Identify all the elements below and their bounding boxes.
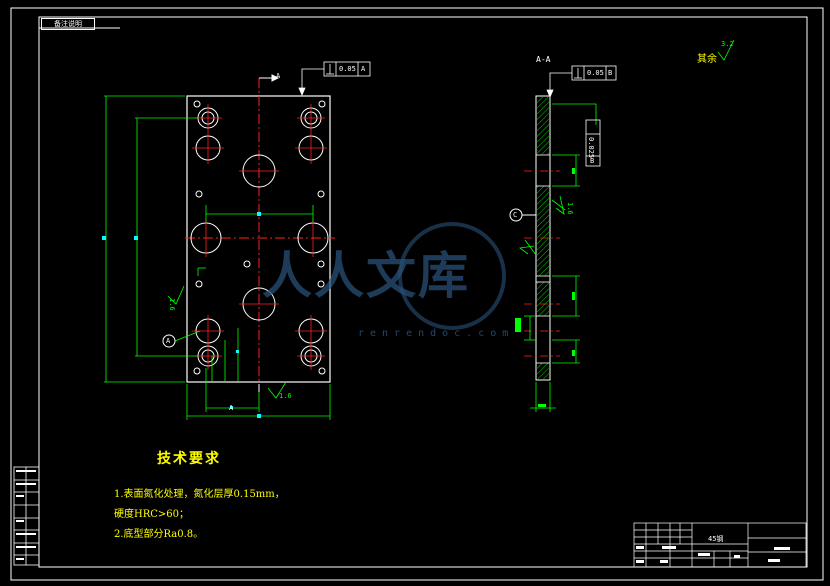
watermark-sub: renrendoc.com: [358, 328, 515, 339]
tol-par-value: 0.025: [587, 137, 595, 159]
outer-frame: [10, 7, 824, 581]
hole-center-marks: [192, 104, 327, 370]
section-label: A-A: [536, 55, 551, 64]
bottom-dim-a: A: [229, 404, 234, 412]
section-dimension-lines: [524, 103, 597, 412]
tol-main-value: 0.05: [339, 65, 356, 73]
roughness-bottom: [267, 381, 287, 399]
inner-frame: [38, 16, 808, 568]
tol-main-datum: A: [361, 65, 366, 73]
tolerance-frame-section: [546, 65, 617, 99]
title-block: [633, 522, 807, 568]
roughness-left-value: 1.6: [168, 298, 176, 311]
tech-line-3: 2.底型部分Ra0.8。: [114, 529, 204, 540]
section-cuts: [536, 154, 550, 364]
roughness-rest-label: 其余: [697, 54, 717, 65]
view-mark-a: A: [276, 72, 281, 80]
section-hatching: [537, 97, 549, 379]
datum-a-symbol: [162, 334, 176, 348]
tech-title: 技术要求: [157, 451, 221, 467]
roughness-left: [167, 285, 185, 305]
roughness-bottom-value: 1.6: [279, 392, 292, 400]
tol-par-datum: B: [590, 157, 595, 165]
tech-line-1: 1.表面氮化处理，氮化层厚0.15mm，: [114, 489, 285, 500]
main-view: [102, 61, 371, 420]
dimension-markers: [102, 212, 261, 418]
watermark-main: 人人文库: [262, 246, 470, 305]
datum-a-label: A: [166, 337, 171, 345]
title-block-fills: [16, 470, 790, 563]
section-roughness-value: 1.6: [566, 202, 574, 215]
tol-sec-datum: B: [608, 69, 613, 77]
roughness-rest-value: 3.2: [721, 40, 734, 48]
section-view: [509, 65, 617, 412]
datum-c-label: C: [513, 211, 518, 219]
section-dimension-markers: [515, 168, 575, 407]
section-roughness: [518, 195, 565, 255]
section-arrow-top: [259, 74, 280, 82]
tolerance-frame-main: [298, 61, 371, 97]
tech-line-2: 硬度HRC>60；: [114, 509, 190, 520]
title-block-material: 45钢: [708, 535, 724, 543]
roughness-rest-symbol: [717, 39, 735, 61]
tol-sec-value: 0.05: [587, 69, 604, 77]
tolerance-frame-parallel: [585, 119, 601, 167]
left-margin-table: [13, 466, 40, 566]
watermark-circle: [398, 222, 506, 330]
sheet-tag: 备注说明: [41, 18, 95, 30]
